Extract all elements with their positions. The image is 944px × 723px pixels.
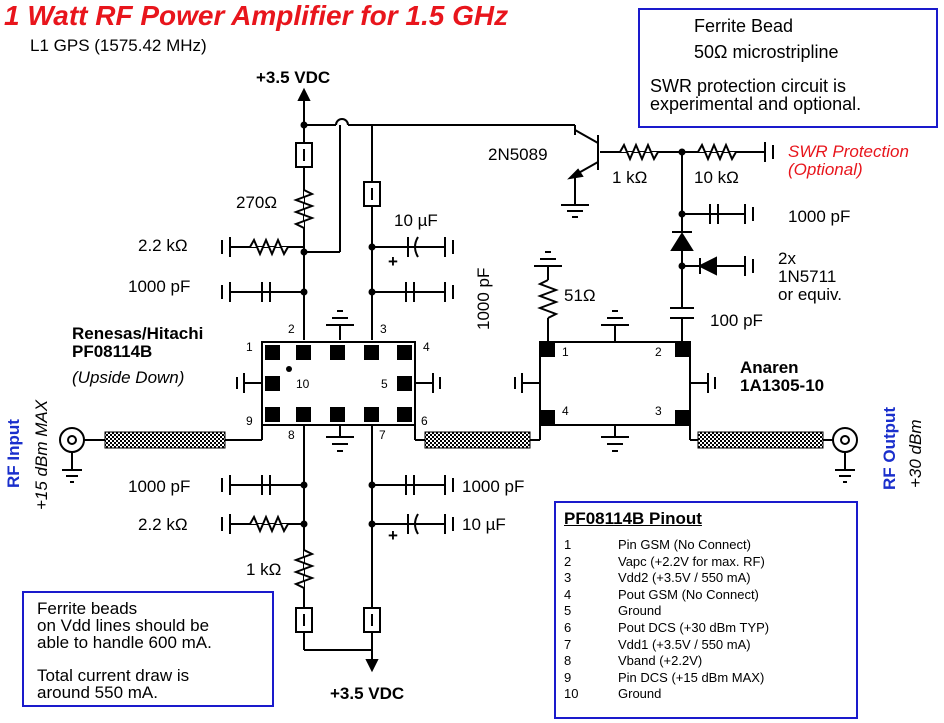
resistor-51-label: 51Ω — [564, 286, 596, 305]
rf-output-spec: +30 dBm — [906, 419, 925, 488]
cap-10uf-bottom-label: 10 µF — [462, 515, 506, 534]
resistor-270-label: 270Ω — [236, 193, 278, 212]
ferrite-note-box: Ferrite beads on Vdd lines should be abl… — [22, 591, 274, 707]
pinout-row-desc: Ground — [618, 603, 662, 619]
page-subtitle: L1 GPS (1575.42 MHz) — [30, 36, 207, 55]
ic2-pin-4: 4 — [562, 404, 569, 418]
transistor-label: 2N5089 — [488, 145, 548, 164]
ic2-pin-2: 2 — [655, 345, 662, 359]
ic1-maker-label: Renesas/Hitachi — [72, 324, 204, 343]
pinout-row-desc: Ground — [618, 686, 662, 702]
legend-microstrip-label: 50Ω microstripline — [694, 42, 839, 62]
pinout-row-pin: 2 — [564, 553, 572, 569]
pinout-row-desc: Pin DCS (+15 dBm MAX) — [618, 669, 765, 685]
ic1-pin-3: 3 — [380, 322, 387, 336]
cap-10uf-top-label: 10 µF — [394, 211, 438, 230]
pinout-row-desc: Pout DCS (+30 dBm TYP) — [618, 620, 770, 635]
ic2-pin-1: 1 — [562, 345, 569, 359]
resistor-2k2-top-label: 2.2 kΩ — [138, 236, 188, 255]
swr-protection-label: SWR Protection — [788, 142, 909, 161]
ic1-pin-5: 5 — [381, 377, 388, 391]
pinout-row-desc: Vdd1 (+3.5V / 550 mA) — [618, 636, 751, 652]
ic1-pin-6: 6 — [421, 414, 428, 428]
ic1-pin-7: 7 — [379, 428, 386, 442]
pinout-row-desc: Pout GSM (No Connect) — [618, 586, 759, 602]
resistor-1k-bottom-label: 1 kΩ — [246, 560, 282, 579]
supply-top-label: +3.5 VDC — [256, 68, 331, 87]
legend-note-line1: SWR protection circuit is — [650, 76, 847, 96]
ferrite-note-line5: around 550 mA. — [37, 683, 158, 702]
cap-1000pf-top-vert-label: 1000 pF — [474, 267, 493, 330]
ferrite-note-line4: Total current draw is — [37, 666, 190, 685]
pinout-row-pin: 1 — [564, 537, 572, 552]
ferrite-note-line2: on Vdd lines should be — [37, 616, 210, 635]
pinout-row-desc: Vapc (+2.2V for max. RF) — [618, 553, 765, 569]
cap-1000pf-bottom-right-label: 1000 pF — [462, 477, 525, 496]
diode-count-label: 2x — [778, 249, 796, 268]
cap-1000pf-swr-label: 1000 pF — [788, 207, 851, 226]
pinout-row-pin: 7 — [564, 636, 572, 652]
legend-note-line2: experimental and optional. — [650, 94, 862, 114]
pinout-row-pin: 8 — [564, 653, 572, 669]
diode-part-label: 1N5711 — [778, 267, 837, 286]
resistor-2k2-bottom-label: 2.2 kΩ — [138, 515, 188, 534]
pinout-row-pin: 10 — [564, 686, 579, 702]
resistor-1k-swr-label: 1 kΩ — [612, 168, 648, 187]
cap-10uf-bottom-plus: + — [388, 526, 398, 545]
ic1-pin-9: 9 — [246, 414, 253, 428]
ferrite-note-line1: Ferrite beads — [37, 599, 138, 618]
ferrite-note-line3: able to handle 600 mA. — [37, 633, 212, 652]
diode-equiv-label: or equiv. — [778, 285, 842, 304]
pinout-row-pin: 4 — [564, 586, 572, 602]
cap-10uf-top-plus: + — [388, 252, 398, 271]
rf-output-label: RF Output — [880, 406, 899, 490]
ic2-part-label: 1A1305-10 — [740, 376, 825, 395]
legend-box: Ferrite Bead 50Ω microstripline SWR prot… — [638, 8, 938, 128]
ic1-pin-2: 2 — [288, 322, 295, 336]
pinout-box: PF08114B Pinout 1 Pin GSM (No Connect) 2 Va… — [554, 501, 858, 719]
cap-1000pf-bottom-left-label: 1000 pF — [128, 477, 191, 496]
rf-input-spec: +15 dBm MAX — [32, 399, 51, 510]
ic1-pin-10: 10 — [296, 377, 310, 391]
resistor-10k-swr-label: 10 kΩ — [694, 168, 739, 187]
pinout-row-pin: 3 — [564, 570, 572, 586]
ic2-maker-label: Anaren — [740, 358, 799, 377]
supply-bottom-label: +3.5 VDC — [330, 684, 405, 703]
pinout-row-desc: Vdd2 (+3.5V / 550 mA) — [618, 570, 751, 586]
pinout-row-desc: Pin GSM (No Connect) — [618, 537, 751, 552]
rf-input-label: RF Input — [4, 419, 23, 488]
ic1-pin-4: 4 — [423, 340, 430, 354]
pinout-row-pin: 9 — [564, 669, 572, 685]
ic1-pin-8: 8 — [288, 428, 295, 442]
swr-optional-label: (Optional) — [788, 160, 863, 179]
page-title: 1 Watt RF Power Amplifier for 1.5 GHz — [4, 0, 509, 31]
pinout-title: PF08114B Pinout — [564, 509, 702, 528]
ic1-part-label: PF08114B — [72, 342, 153, 361]
ic2-pin-3: 3 — [655, 404, 662, 418]
pinout-row-pin: 6 — [564, 620, 572, 635]
pinout-row-desc: Vband (+2.2V) — [618, 653, 703, 669]
ic1-note-label: (Upside Down) — [72, 368, 185, 387]
cap-100pf-label: 100 pF — [710, 311, 763, 330]
ic1-pin-1: 1 — [246, 340, 253, 354]
legend-ferrite-label: Ferrite Bead — [694, 16, 794, 36]
pinout-row-pin: 5 — [564, 603, 572, 619]
cap-1000pf-top-left-label: 1000 pF — [128, 277, 191, 296]
